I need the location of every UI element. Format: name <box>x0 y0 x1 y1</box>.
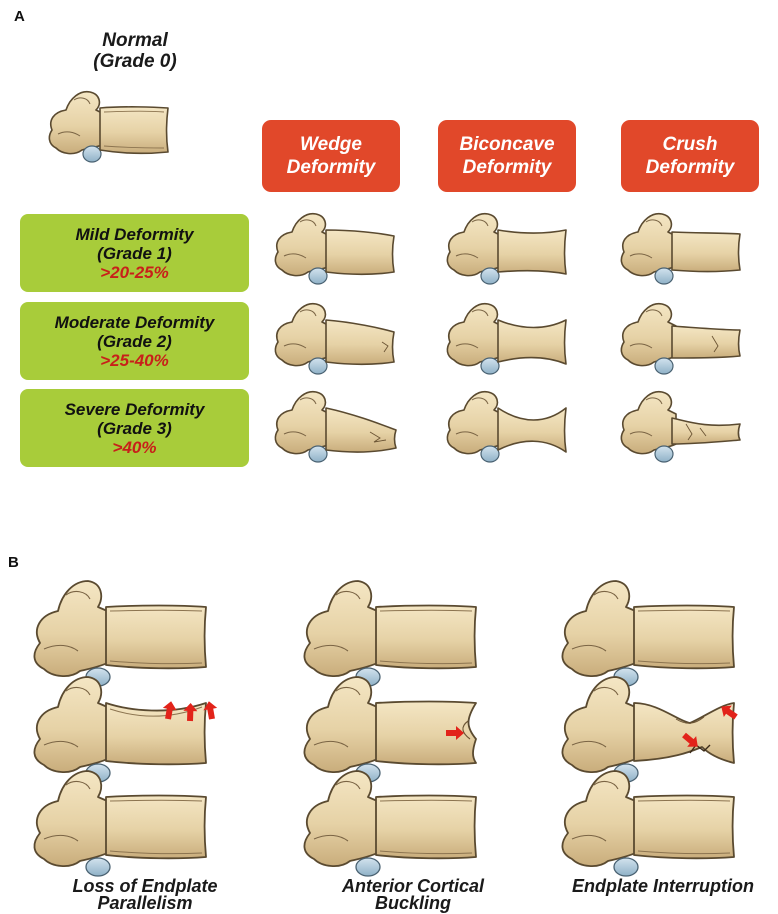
grade-number: (Grade 1) <box>20 244 249 263</box>
type-header-line2: Deformity <box>621 156 759 179</box>
type-header-line1: Biconcave <box>438 133 576 156</box>
normal-vertebra-illustration <box>44 78 184 164</box>
panel-b-label: B <box>8 554 19 571</box>
grade-name: Mild Deformity <box>20 225 249 244</box>
grade-threshold: >40% <box>20 438 249 457</box>
caption-line2: Buckling <box>318 895 508 912</box>
crush-moderate-vertebra <box>616 290 746 376</box>
normal-grade-title: Normal (Grade 0) <box>70 30 200 72</box>
crush-severe-vertebra <box>616 378 746 464</box>
wedge-moderate-vertebra <box>270 290 400 376</box>
caption-line1: Endplate Interruption <box>552 878 774 895</box>
grade-name: Severe Deformity <box>20 400 249 419</box>
type-header-line2: Deformity <box>438 156 576 179</box>
type-header-line2: Deformity <box>262 156 400 179</box>
grade-number: (Grade 2) <box>20 332 249 351</box>
biconcave-mild-vertebra <box>442 200 572 286</box>
grade-threshold: >20-25% <box>20 263 249 282</box>
caption-cortical-buckling: Anterior Cortical Buckling <box>318 878 508 912</box>
crush-deformity-header: Crush Deformity <box>621 120 759 192</box>
type-header-line1: Crush <box>621 133 759 156</box>
endplate-interruption-spine-illustration <box>558 565 778 865</box>
type-header-line1: Wedge <box>262 133 400 156</box>
wedge-severe-vertebra <box>270 378 400 464</box>
crush-mild-vertebra <box>616 200 746 286</box>
caption-line2: Parallelism <box>50 895 240 912</box>
normal-title-line1: Normal <box>70 30 200 51</box>
grade-number: (Grade 3) <box>20 419 249 438</box>
normal-title-line2: (Grade 0) <box>70 51 200 72</box>
biconcave-severe-vertebra <box>442 378 572 464</box>
grade-3-box: Severe Deformity (Grade 3) >40% <box>20 389 249 467</box>
wedge-deformity-header: Wedge Deformity <box>262 120 400 192</box>
grade-name: Moderate Deformity <box>20 313 249 332</box>
grade-threshold: >25-40% <box>20 351 249 370</box>
grade-1-box: Mild Deformity (Grade 1) >20-25% <box>20 214 249 292</box>
caption-endplate-interruption: Endplate Interruption <box>552 878 774 895</box>
caption-endplate-parallelism: Loss of Endplate Parallelism <box>50 878 240 912</box>
wedge-mild-vertebra <box>270 200 400 286</box>
cortical-buckling-spine-illustration <box>300 565 530 865</box>
grade-2-box: Moderate Deformity (Grade 2) >25-40% <box>20 302 249 380</box>
biconcave-moderate-vertebra <box>442 290 572 376</box>
panel-a-label: A <box>14 8 25 25</box>
biconcave-deformity-header: Biconcave Deformity <box>438 120 576 192</box>
endplate-parallelism-spine-illustration <box>30 565 260 865</box>
